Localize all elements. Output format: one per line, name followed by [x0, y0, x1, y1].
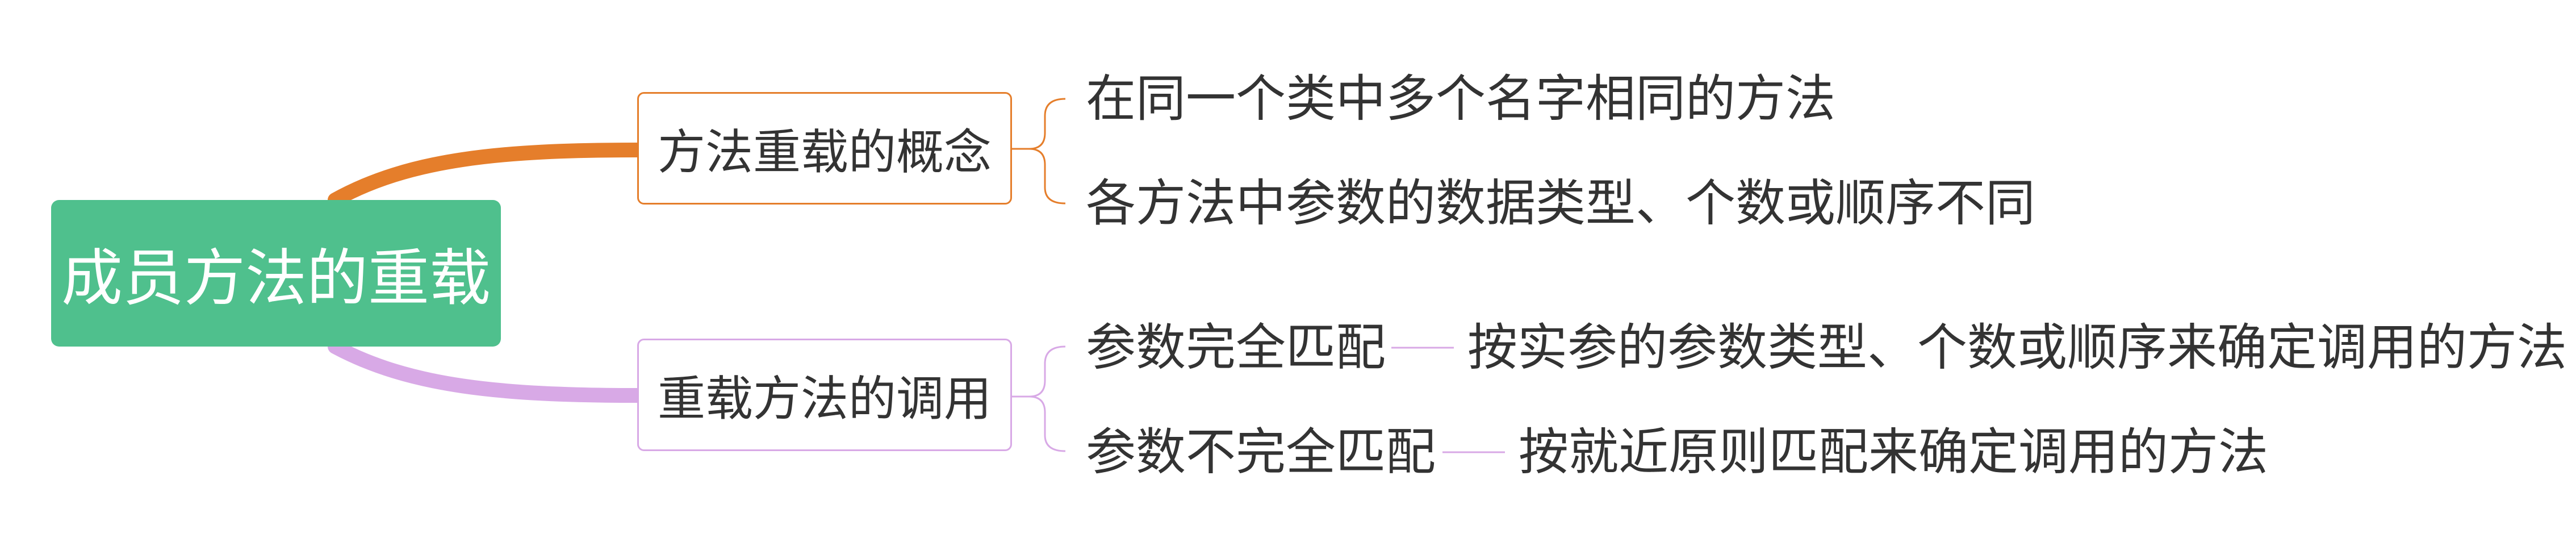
- branch-topic-overloading-calling[interactable]: 重载方法的调用: [637, 339, 1012, 451]
- leaf-partial-match[interactable]: 参数不完全匹配: [1086, 423, 1436, 481]
- leaf-exact-match[interactable]: 参数完全匹配: [1086, 318, 1386, 377]
- connector-root-to-concept: [328, 143, 645, 207]
- root-topic[interactable]: 成员方法的重载: [51, 200, 501, 347]
- leaf-partial-match-detail[interactable]: 按就近原则匹配来确定调用的方法: [1519, 423, 2269, 481]
- branch-topic-overloading-concept[interactable]: 方法重载的概念: [637, 92, 1012, 205]
- bracket-concept: [1012, 98, 1066, 205]
- leaf-parameter-differences[interactable]: 各方法中参数的数据类型、个数或顺序不同: [1086, 174, 2036, 232]
- connector-root-to-calling: [328, 339, 645, 403]
- leaf-same-name-methods[interactable]: 在同一个类中多个名字相同的方法: [1086, 69, 1836, 128]
- bracket-calling: [1012, 345, 1066, 452]
- leaf-exact-match-detail[interactable]: 按实参的参数类型、个数或顺序来确定调用的方法: [1467, 318, 2567, 377]
